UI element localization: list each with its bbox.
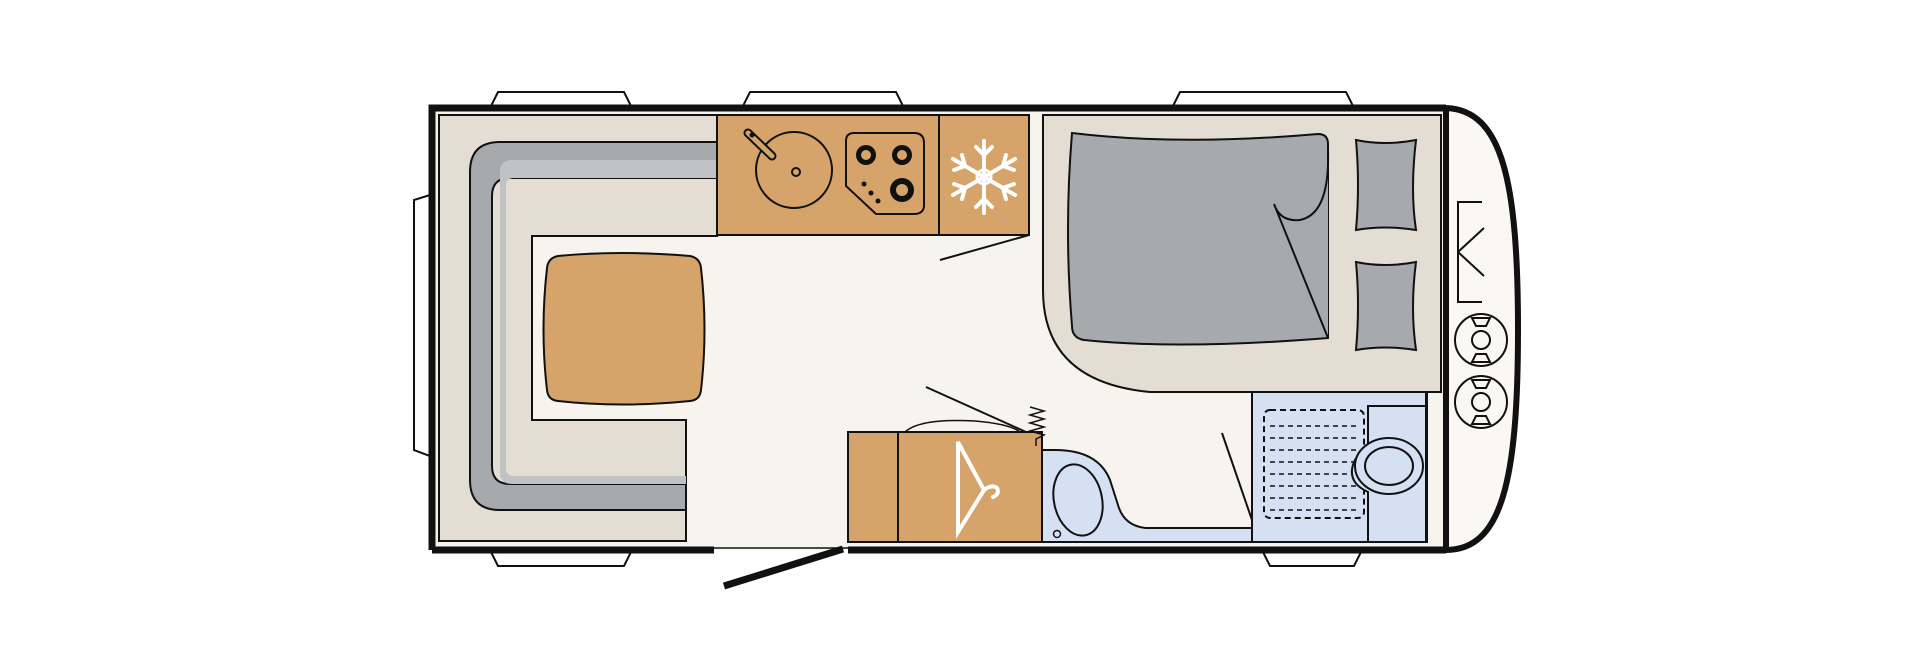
drawbar bbox=[1454, 201, 1508, 429]
pillow-upper bbox=[1354, 138, 1418, 232]
bathroom bbox=[1041, 391, 1428, 543]
snowflake-icon bbox=[951, 139, 1017, 215]
hitch-icon bbox=[1457, 201, 1485, 303]
sink-drain bbox=[791, 167, 801, 177]
hanger-icon bbox=[956, 441, 1000, 540]
bed-area bbox=[1042, 114, 1442, 393]
entrance-door bbox=[722, 545, 845, 590]
pillow-lower bbox=[1354, 260, 1418, 352]
dinette-table bbox=[542, 252, 706, 406]
washbasin-icon bbox=[1052, 463, 1104, 537]
wardrobe-cabinet bbox=[847, 431, 1043, 543]
gas-bottle-icon bbox=[1454, 375, 1508, 429]
dinette bbox=[438, 114, 718, 542]
sink-icon bbox=[755, 131, 833, 209]
outer-walls bbox=[428, 104, 1522, 554]
duvet-fold bbox=[1273, 149, 1330, 339]
window-rear bbox=[413, 193, 431, 458]
wardrobe bbox=[847, 386, 1047, 543]
spring-icon bbox=[1027, 406, 1047, 446]
wardrobe-door-swing bbox=[904, 419, 1021, 433]
wall-rear-and-top bbox=[428, 104, 1446, 550]
front-nose bbox=[1445, 105, 1522, 553]
gas-bottle-icon bbox=[1454, 313, 1508, 367]
fridge-door-swing bbox=[939, 234, 1030, 261]
mattress bbox=[1067, 131, 1329, 346]
kitchen bbox=[716, 114, 1030, 261]
